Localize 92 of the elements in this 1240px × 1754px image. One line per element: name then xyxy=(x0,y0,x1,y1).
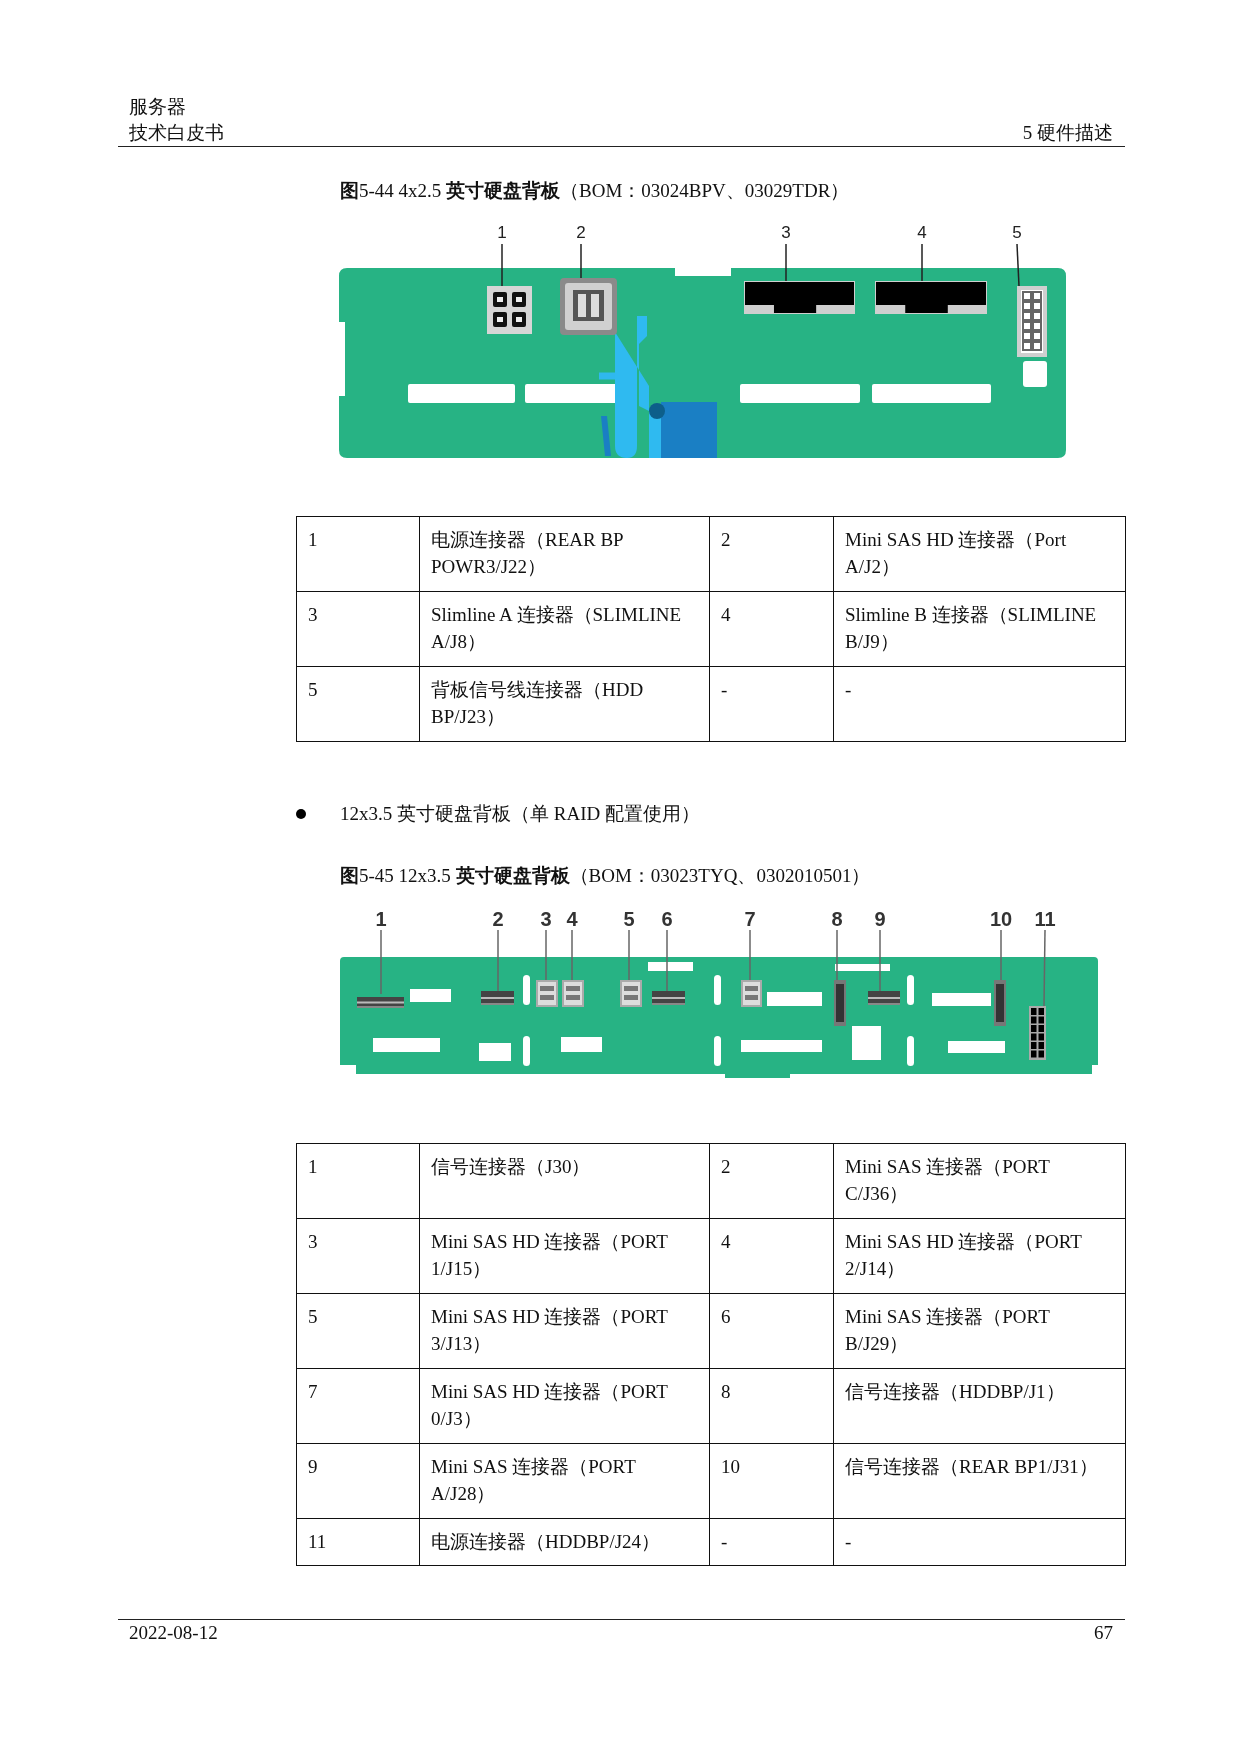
callout-number: 3 xyxy=(540,908,552,930)
table-cell: 1 xyxy=(296,1143,420,1219)
figure-caption: 图5-44 4x2.5 英寸硬盘背板（BOM：03024BPV、03029TDR） xyxy=(340,180,850,203)
callout-number: 8 xyxy=(831,908,843,930)
table-cell: - xyxy=(833,1518,1126,1566)
table-cell: 4 xyxy=(709,591,834,667)
table-cell: 3 xyxy=(296,591,420,667)
power-connector xyxy=(1029,1006,1046,1060)
mini-sas-hd-connector xyxy=(536,980,558,1007)
leader-line xyxy=(879,929,881,992)
header-text: 技术白皮书 xyxy=(129,122,224,145)
table-cell: 电源连接器（HDDBP/J24） xyxy=(419,1518,710,1566)
table-cell: 8 xyxy=(709,1368,834,1444)
table-cell: 10 xyxy=(709,1443,834,1519)
list-item-text: 12x3.5 英寸硬盘背板（单 RAID 配置使用） xyxy=(340,803,700,826)
mini-sas-hd-connector xyxy=(741,980,762,1007)
page-number: 67 xyxy=(1094,1622,1113,1645)
callout-number: 2 xyxy=(492,908,504,930)
table-cell: 4 xyxy=(709,1218,834,1294)
table-cell: 5 xyxy=(296,666,420,742)
callout-number: 5 xyxy=(623,908,635,930)
signal-connector xyxy=(834,980,846,1026)
leader-line xyxy=(1000,929,1002,981)
leader-line xyxy=(580,243,582,279)
table-cell: 5 xyxy=(296,1293,420,1369)
leader-line xyxy=(836,929,838,981)
table-cell: 6 xyxy=(709,1293,834,1369)
connector-port xyxy=(560,278,617,335)
leader-line xyxy=(497,929,499,992)
table-cell: Mini SAS HD 连接器（Port A/J2） xyxy=(833,516,1126,592)
table-cell: 信号连接器（HDDBP/J1） xyxy=(833,1368,1126,1444)
table-cell: Mini SAS HD 连接器（PORT 0/J3） xyxy=(419,1368,710,1444)
table-cell: - xyxy=(709,666,834,742)
pin-header xyxy=(1017,286,1047,357)
callout-number: 3 xyxy=(781,222,791,244)
table-cell: 3 xyxy=(296,1218,420,1294)
leader-line xyxy=(921,243,923,282)
table-cell: 1 xyxy=(296,516,420,592)
callout-number: 10 xyxy=(989,908,1013,930)
table-cell: Slimline B 连接器（SLIMLINE B/J9） xyxy=(833,591,1126,667)
cable-connector xyxy=(357,994,404,1005)
table-cell: 电源连接器（REAR BP POWR3/J22） xyxy=(419,516,710,592)
header-text: 服务器 xyxy=(129,96,186,119)
table-cell: 7 xyxy=(296,1368,420,1444)
table-cell: Mini SAS 连接器（PORT C/J36） xyxy=(833,1143,1126,1219)
slimline-connector xyxy=(744,281,855,314)
table-cell: 2 xyxy=(709,516,834,592)
mini-sas-hd-connector xyxy=(562,980,584,1007)
section-title: 5 硬件描述 xyxy=(1022,122,1113,145)
figure-caption: 图5-45 12x3.5 英寸硬盘背板（BOM：03023TYQ、0302010501） xyxy=(340,865,871,888)
leader-line xyxy=(545,929,547,981)
signal-connector xyxy=(994,980,1006,1026)
table-cell: 信号连接器（REAR BP1/J31） xyxy=(833,1443,1126,1519)
table-cell: 2 xyxy=(709,1143,834,1219)
callout-number: 7 xyxy=(744,908,756,930)
mini-sas-hd-connector xyxy=(620,980,642,1007)
callout-number: 4 xyxy=(917,222,927,244)
callout-number: 1 xyxy=(497,222,507,244)
cable-connector xyxy=(868,991,900,1005)
leader-line xyxy=(571,929,573,981)
leader-line xyxy=(380,929,382,995)
table-cell: 信号连接器（J30） xyxy=(419,1143,710,1219)
table-cell: Mini SAS HD 连接器（PORT 2/J14） xyxy=(833,1218,1126,1294)
table-cell: Slimline A 连接器（SLIMLINE A/J8） xyxy=(419,591,710,667)
leader-line xyxy=(785,243,787,282)
table-cell: Mini SAS HD 连接器（PORT 1/J15） xyxy=(419,1218,710,1294)
table-cell: 9 xyxy=(296,1443,420,1519)
callout-number: 9 xyxy=(874,908,886,930)
footer-date: 2022-08-12 xyxy=(129,1622,218,1645)
callout-number: 6 xyxy=(661,908,673,930)
table-cell: - xyxy=(833,666,1126,742)
table-cell: - xyxy=(709,1518,834,1566)
table-cell: 11 xyxy=(296,1518,420,1566)
callout-number: 11 xyxy=(1034,908,1056,930)
leader-line xyxy=(628,929,630,981)
leader-line xyxy=(1043,929,1046,1007)
table-cell: Mini SAS HD 连接器（PORT 3/J13） xyxy=(419,1293,710,1369)
callout-number: 1 xyxy=(375,908,387,930)
leader-line xyxy=(501,243,503,287)
cable-connector xyxy=(652,991,685,1005)
callout-number: 4 xyxy=(566,908,578,930)
slimline-connector xyxy=(875,281,987,314)
cable-connector xyxy=(481,991,514,1005)
table-cell: Mini SAS 连接器（PORT A/J28） xyxy=(419,1443,710,1519)
table-cell: Mini SAS 连接器（PORT B/J29） xyxy=(833,1293,1126,1369)
power-connector xyxy=(487,286,532,334)
leader-line xyxy=(1016,243,1020,287)
callout-number: 5 xyxy=(1012,222,1022,244)
leader-line xyxy=(749,929,751,981)
table-cell: 背板信号线连接器（HDD BP/J23） xyxy=(419,666,710,742)
callout-number: 2 xyxy=(576,222,586,244)
leader-line xyxy=(666,929,668,992)
